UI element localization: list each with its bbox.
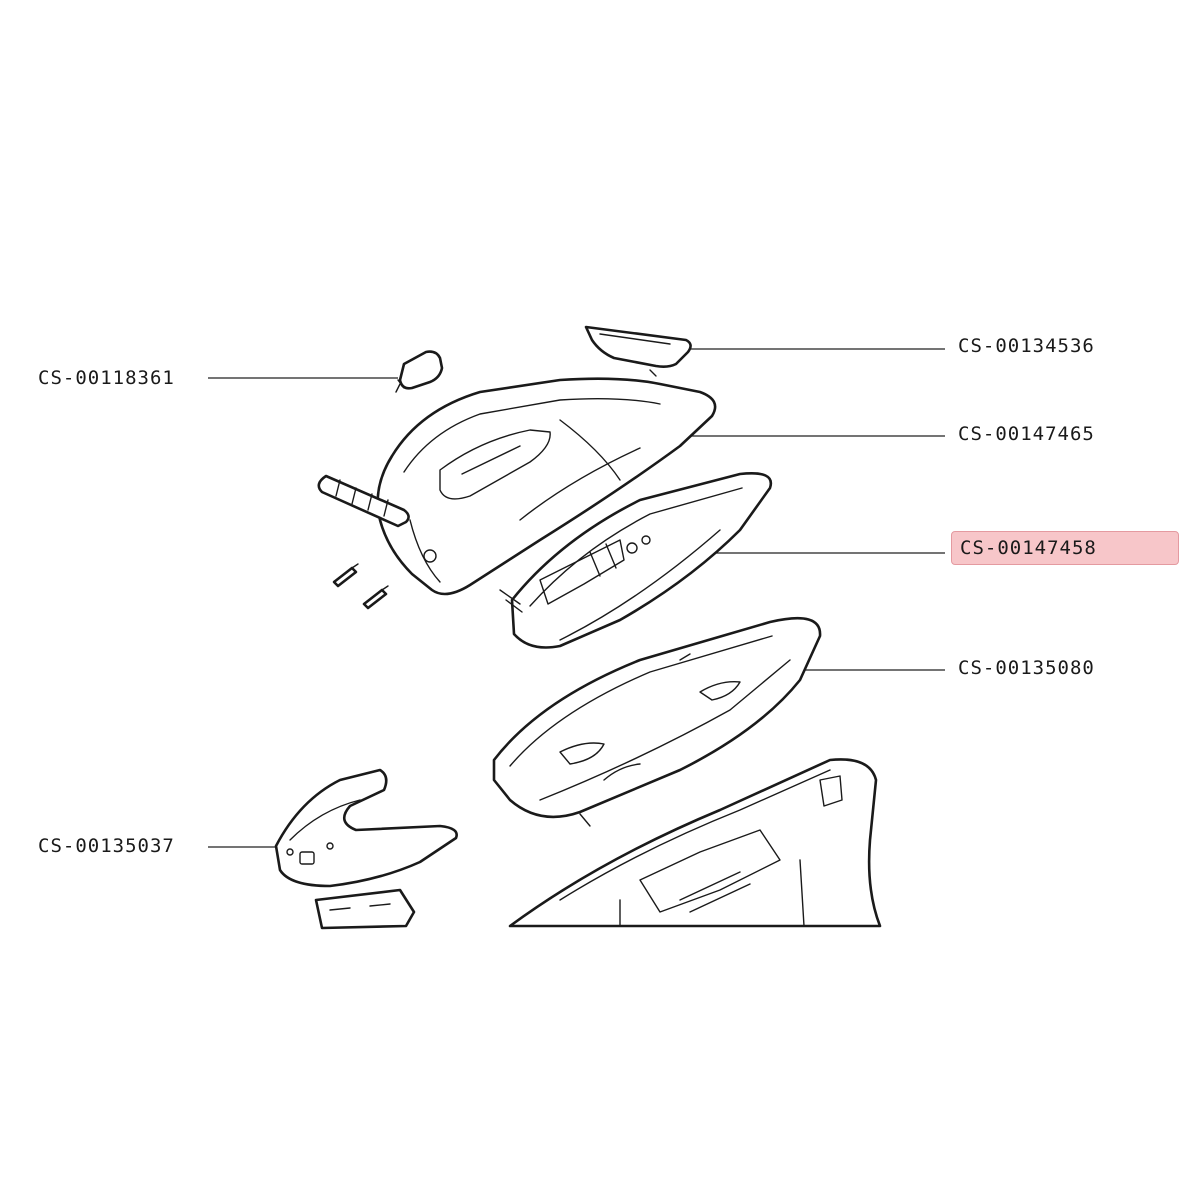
base-station-part (508, 758, 882, 928)
soleplate-part (499, 472, 773, 649)
base-cover-part (492, 616, 822, 827)
iron-housing-part (317, 377, 717, 596)
trim-cover-part (584, 325, 692, 377)
leader-lines (208, 348, 945, 848)
part-label-control-panel[interactable]: CS-00135037 (38, 835, 175, 857)
part-label-trim-cover[interactable]: CS-00134536 (958, 335, 1095, 357)
screws (332, 563, 389, 610)
part-label-iron-housing[interactable]: CS-00147465 (958, 423, 1095, 445)
button-part (395, 350, 444, 393)
part-label-button[interactable]: CS-00118361 (38, 367, 175, 389)
part-label-soleplate[interactable]: CS-00147458 (951, 531, 1179, 565)
part-label-base-cover[interactable]: CS-00135080 (958, 657, 1095, 679)
control-panel-part (274, 768, 458, 930)
